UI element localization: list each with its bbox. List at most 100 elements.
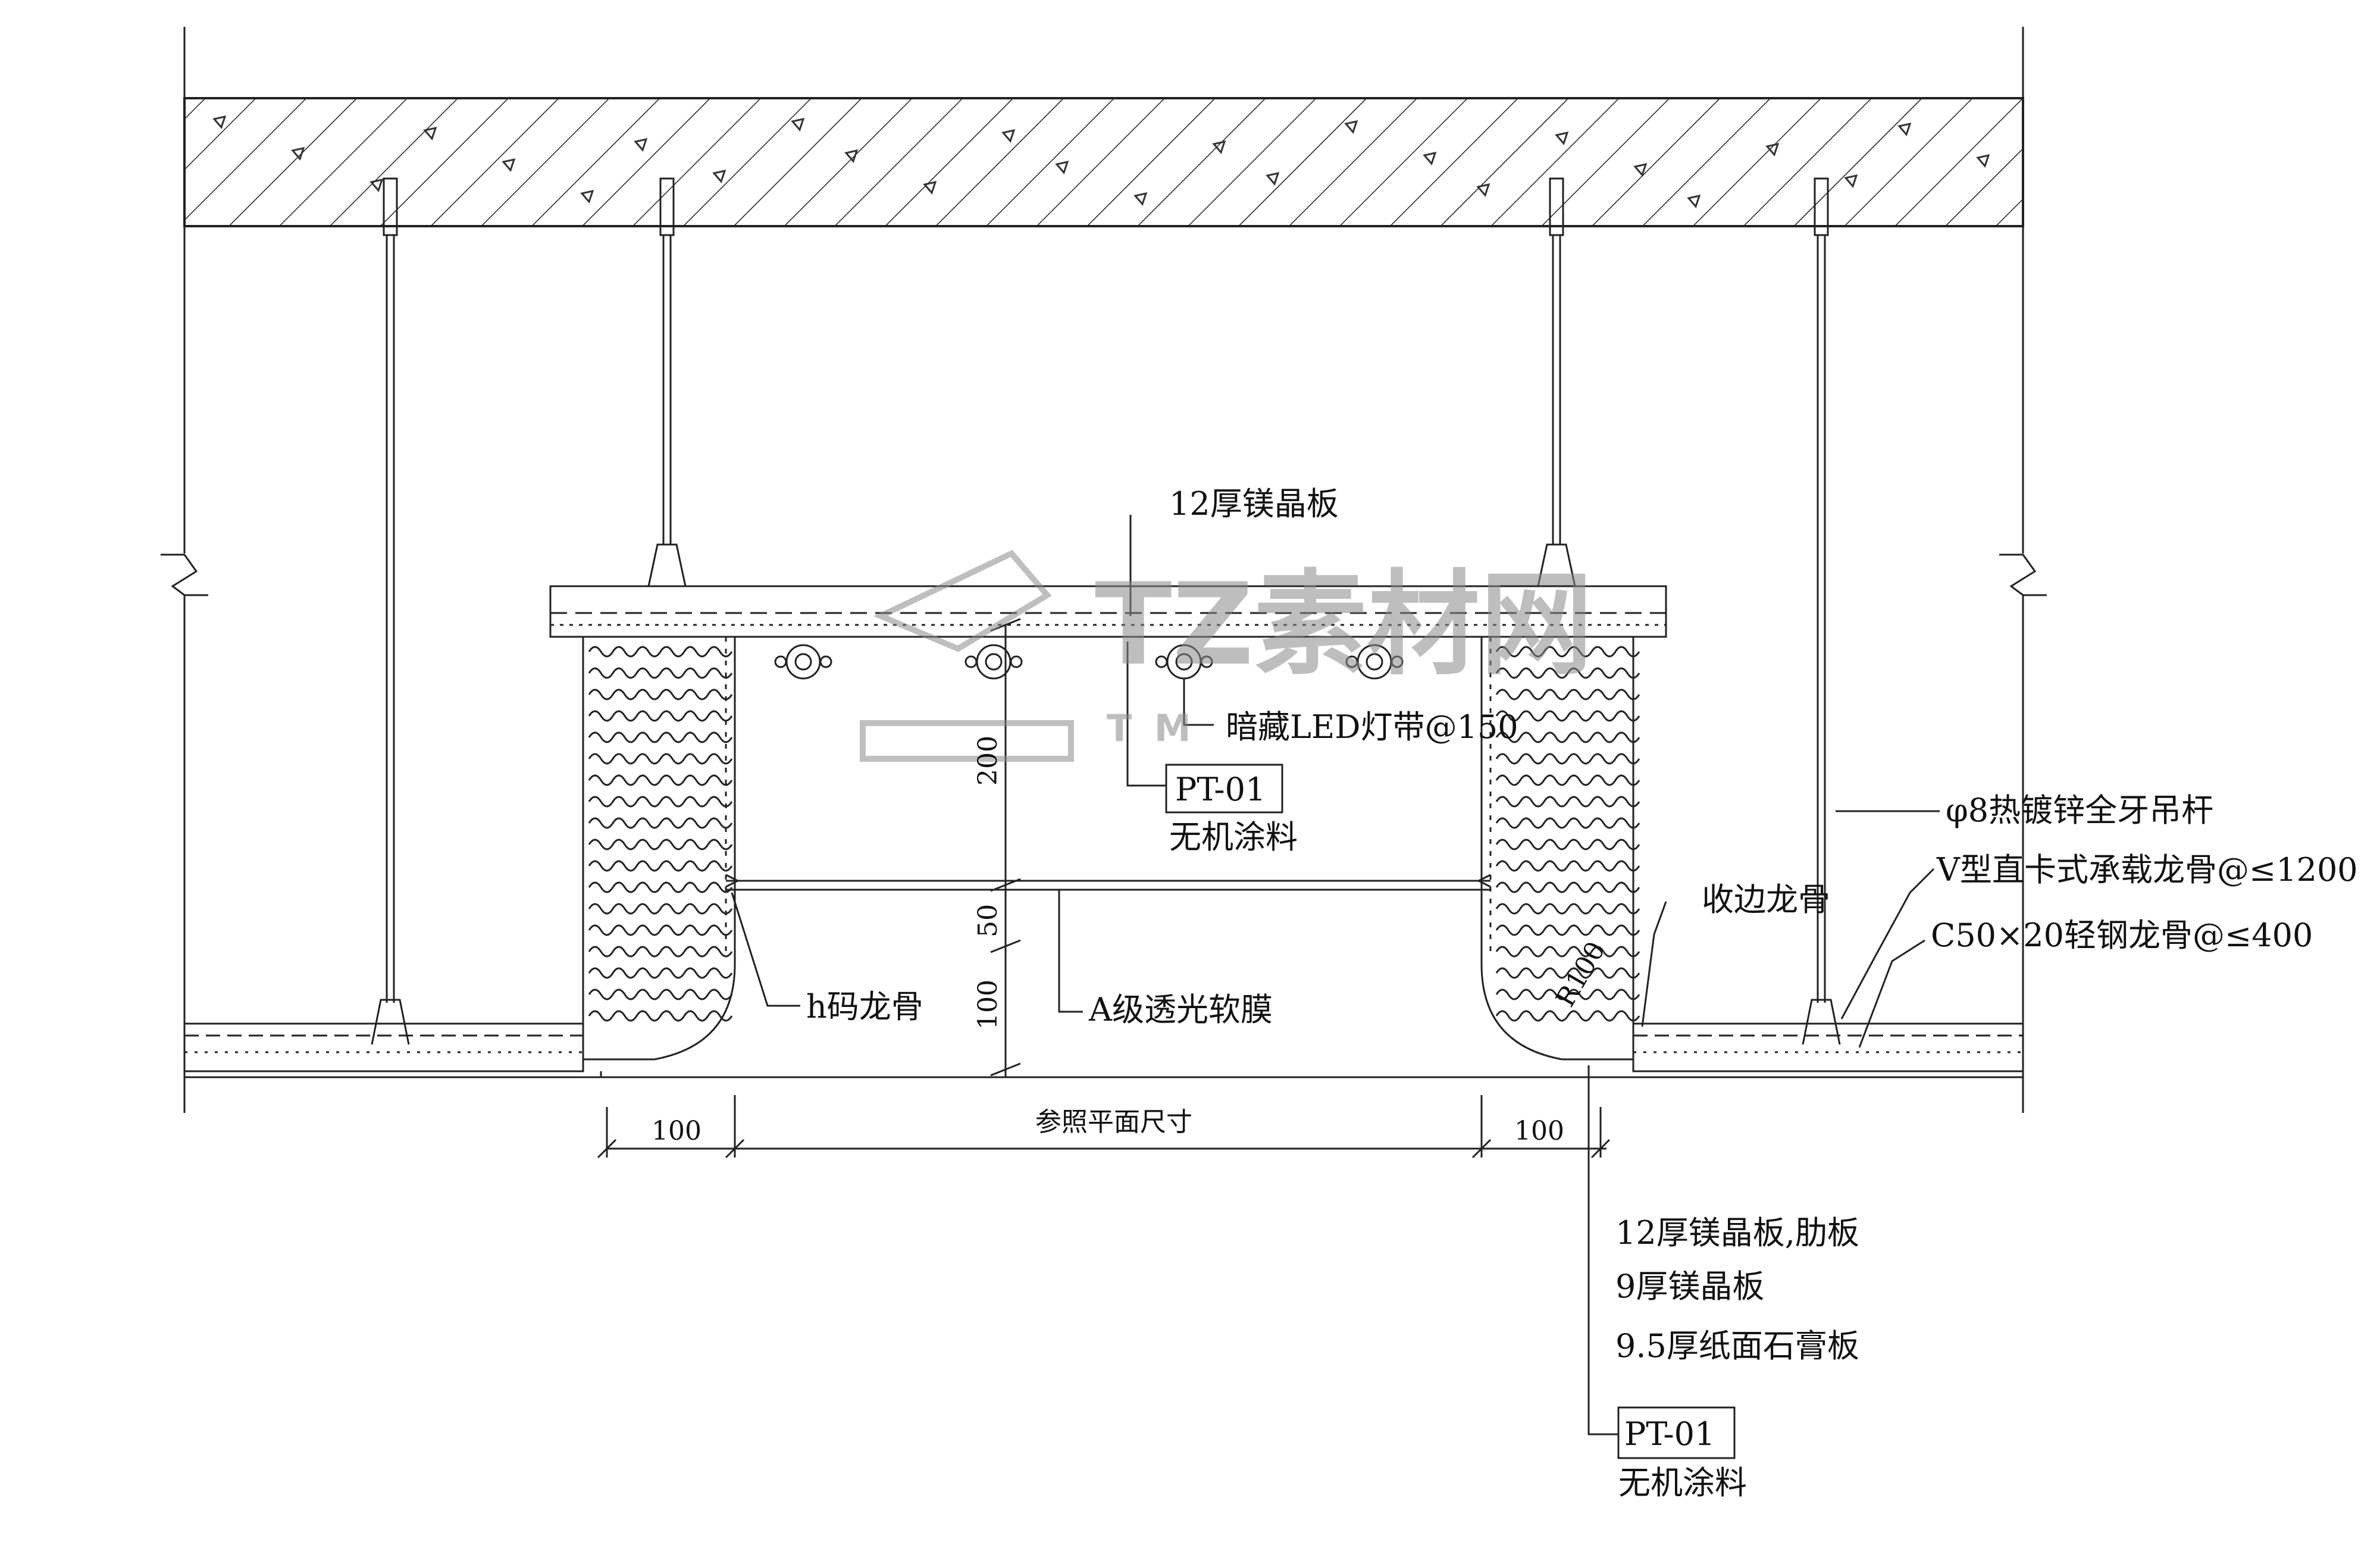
wood-grain-line: [1495, 731, 1640, 743]
leader-lines: [731, 515, 1940, 1435]
aggregate-mark: [1001, 129, 1016, 143]
wood-grain-line: [588, 646, 733, 658]
label-h-keel: h码龙骨: [806, 988, 923, 1025]
label-c50-keel: C50×20轻钢龙骨@≤400: [1931, 917, 2313, 954]
aggregate-mark: [1055, 160, 1069, 174]
wood-grain-line: [588, 860, 733, 872]
wood-grain-line: [588, 903, 733, 915]
label-gypsum: 9.5厚纸面石膏板: [1615, 1327, 1859, 1365]
wood-grain-line: [588, 989, 733, 1000]
label-pt01: PT-01: [1175, 771, 1266, 808]
hanger-rods: [371, 177, 1841, 1045]
annotations: 12厚镁晶板 暗藏LED灯带@150 PT-01 无机涂料 φ8热镀锌全牙吊杆 …: [652, 485, 2358, 1502]
wood-grain-line: [1495, 989, 1640, 1000]
aggregate-mark: [1897, 122, 1912, 136]
wood-grain-line: [1495, 667, 1640, 679]
aggregate-mark: [369, 178, 384, 192]
aggregate-mark: [291, 146, 305, 161]
wood-grain-line: [1495, 689, 1640, 700]
label-inorganic-paint-bottom: 无机涂料: [1618, 1464, 1747, 1502]
dim-200: 200: [973, 736, 1003, 786]
label-hanger-rod: φ8热镀锌全牙吊杆: [1946, 792, 2213, 829]
wood-grain-line: [588, 796, 733, 808]
aggregate-mark: [712, 169, 726, 183]
wood-grain-line: [1495, 839, 1640, 850]
dim-100-right: 100: [1514, 1116, 1564, 1146]
left-wood-block: [582, 636, 736, 1061]
pt01-tag-box: [1165, 764, 1283, 814]
wood-grain-line: [588, 924, 733, 936]
wood-grain-line: [588, 667, 733, 679]
wood-grain-line: [588, 946, 733, 958]
aggregate-mark: [1133, 192, 1148, 206]
wood-grain-line: [588, 839, 733, 850]
wood-grain-line: [588, 817, 733, 829]
wood-grain-line: [1495, 967, 1640, 979]
wood-grain-line: [1495, 753, 1640, 765]
aggregate-mark: [1476, 183, 1490, 197]
aggregate-mark: [1976, 154, 1990, 168]
aggregate-mark: [1344, 120, 1358, 134]
aggregate-mark: [1212, 140, 1226, 154]
wood-grain-line: [1495, 710, 1640, 722]
wood-grain-line: [588, 731, 733, 743]
bottom-ceiling-boards: [183, 1022, 2024, 1078]
label-edge-keel: 收边龙骨: [1702, 881, 1830, 918]
wood-grain-line: [588, 967, 733, 979]
wood-grain-line: [588, 753, 733, 765]
wood-grain-line: [588, 1010, 733, 1022]
soft-film: [725, 874, 1491, 891]
hanger-rod-1: [371, 177, 410, 1045]
aggregate-mark: [423, 126, 437, 140]
tag-boxes: [1165, 764, 1736, 1459]
aggregate-mark: [791, 117, 805, 132]
dim-100-left: 100: [652, 1116, 702, 1146]
pt01-tag-box-bottom: [1617, 1406, 1736, 1459]
wood-grain-line: [1495, 796, 1640, 808]
wood-grain-line: [1495, 817, 1640, 829]
label-pt01-bottom: PT-01: [1624, 1415, 1715, 1453]
svg-text:TZ素材网: TZ素材网: [1095, 559, 1593, 690]
aggregate-mark: [580, 189, 594, 204]
led-lamp-2: [964, 644, 1023, 680]
wood-grain-line: [1495, 924, 1640, 936]
aggregate-mark: [1633, 162, 1648, 177]
wood-grain-line: [1495, 946, 1640, 958]
wood-grain-line: [1495, 903, 1640, 915]
wood-grain-line: [588, 774, 733, 786]
dim-ref-plan: 参照平面尺寸: [1035, 1107, 1192, 1137]
hanger-rod-3: [1537, 177, 1576, 587]
wood-grain-line: [1495, 881, 1640, 893]
top-board-assembly: [549, 585, 1667, 638]
aggregate-mark: [212, 115, 227, 129]
label-board-9: 9厚镁晶板: [1615, 1268, 1764, 1305]
aggregate-mark: [634, 137, 648, 152]
label-radius: R100: [1550, 937, 1611, 1012]
hanger-rod-2: [647, 177, 687, 587]
hanger-rod-4: [1802, 177, 1841, 1045]
led-lamps: [774, 644, 1404, 680]
label-led-strip: 暗藏LED灯带@150: [1226, 708, 1518, 746]
aggregate-mark: [502, 158, 516, 172]
wood-grain-line: [588, 689, 733, 700]
wood-grain-line: [1495, 1010, 1640, 1022]
label-soft-film: A级透光软膜: [1088, 991, 1273, 1028]
dim-50: 50: [973, 904, 1003, 937]
aggregate-mark: [1423, 151, 1437, 165]
dim-100-vertical: 100: [973, 980, 1003, 1030]
wood-grain-line: [1495, 860, 1640, 872]
led-lamp-4: [1345, 644, 1404, 680]
label-board-12-rib: 12厚镁晶板,肋板: [1615, 1214, 1859, 1252]
aggregate-mark: [1765, 142, 1780, 157]
aggregate-mark: [1266, 171, 1280, 186]
wood-grain-line: [588, 881, 733, 893]
label-board-12-top: 12厚镁晶板: [1169, 485, 1339, 523]
wood-grain-line: [1495, 774, 1640, 786]
led-lamp-1: [774, 644, 832, 680]
watermark: TZ素材网 T M: [860, 549, 1593, 762]
concrete-slab: [183, 97, 2024, 227]
aggregate-mark: [1687, 194, 1701, 208]
aggregate-mark: [1555, 131, 1569, 145]
